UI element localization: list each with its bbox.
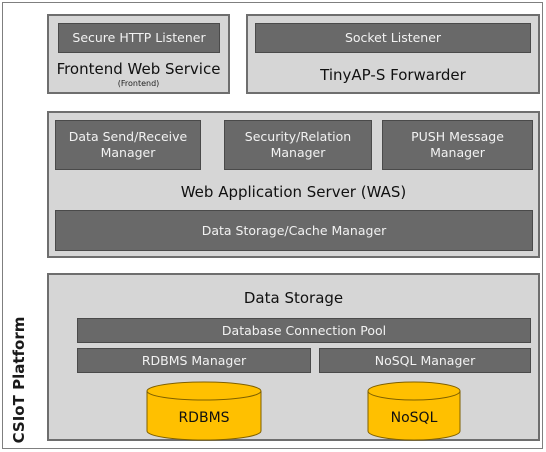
nosql-label: NoSQL <box>390 410 438 426</box>
forwarder-title: TinyAP-S Forwarder <box>320 66 466 84</box>
frontend-web-service-panel: Secure HTTP Listener Frontend Web Servic… <box>47 14 230 94</box>
was-title: Web Application Server (WAS) <box>180 183 407 201</box>
secure-http-listener: Secure HTTP Listener <box>58 23 220 53</box>
platform-label: CSIoT Platform <box>10 316 28 444</box>
platform-frame <box>2 2 543 449</box>
data-storage-panel: Data Storage Database Connection Pool RD… <box>47 273 540 441</box>
rdbms-label: RDBMS <box>178 410 230 426</box>
data-storage-title: Data Storage <box>243 289 344 307</box>
nosql-database-icon <box>367 381 461 441</box>
frontend-title: Frontend Web Service <box>56 60 221 78</box>
nosql-manager: NoSQL Manager <box>319 348 531 373</box>
frontend-subtitle: (Frontend) <box>117 79 160 88</box>
rdbms-manager: RDBMS Manager <box>77 348 311 373</box>
rdbms-database-icon <box>146 381 262 441</box>
database-connection-pool: Database Connection Pool <box>77 318 531 343</box>
socket-listener: Socket Listener <box>255 23 531 53</box>
tinyap-forwarder-panel: Socket Listener TinyAP-S Forwarder <box>246 14 540 94</box>
data-storage-cache-manager: Data Storage/Cache Manager <box>55 210 533 251</box>
